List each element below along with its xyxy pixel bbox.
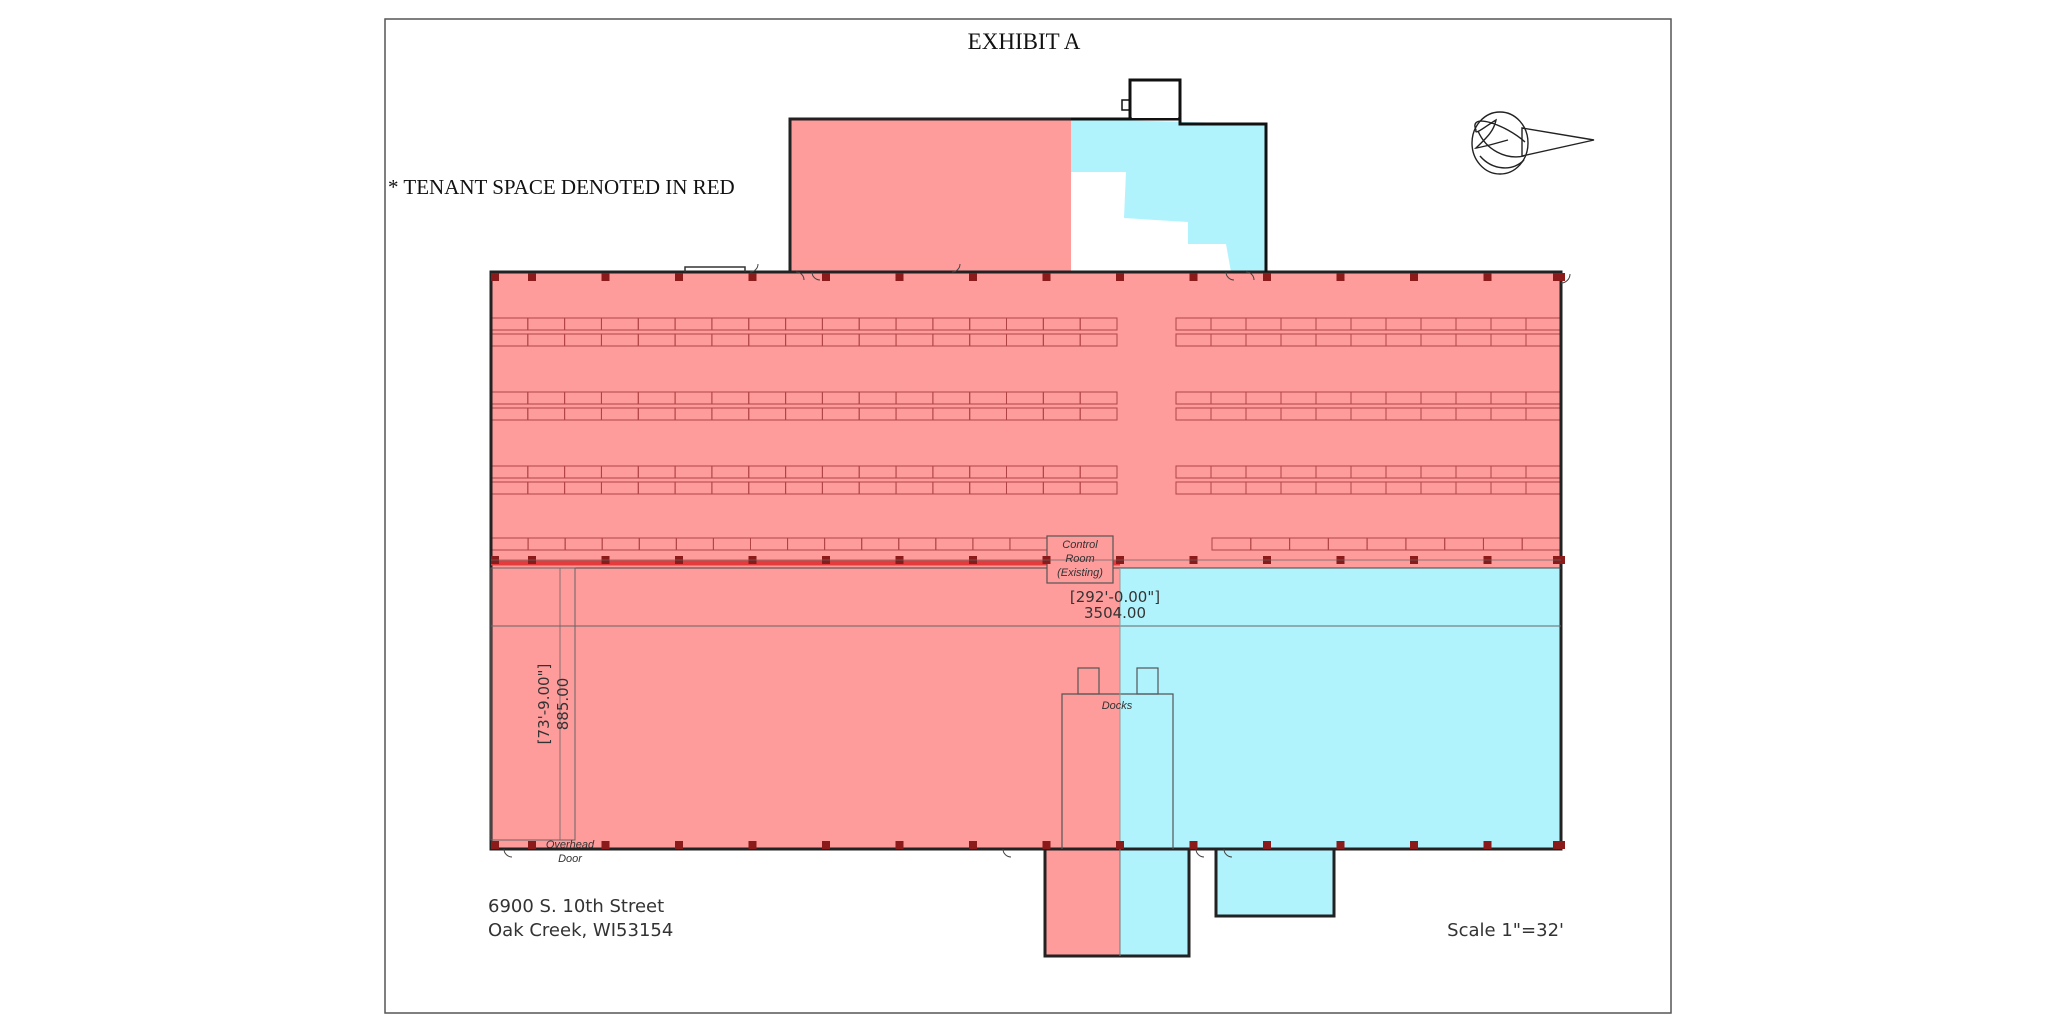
- column: [601, 841, 610, 849]
- other-lower-bump: [1216, 849, 1334, 916]
- dock-extension-wall: [1043, 849, 1191, 958]
- column: [1410, 841, 1418, 849]
- dimension-marks: [491, 559, 1561, 840]
- column: [528, 841, 536, 849]
- exhibit-title: EXHIBIT A: [968, 29, 1081, 54]
- control-room: [1046, 535, 1114, 584]
- door-swing: [1245, 271, 1255, 281]
- control-room-label-3: (Existing): [1057, 567, 1103, 579]
- column: [601, 273, 610, 281]
- door-swing: [1002, 848, 1012, 858]
- door-swing: [951, 263, 961, 273]
- rack-bay: [1079, 317, 1118, 331]
- column: [528, 273, 536, 281]
- rack-bay: [1079, 465, 1118, 479]
- scale-label: Scale 1"=32': [1447, 920, 1564, 941]
- tenant-annex-area: [790, 119, 1071, 272]
- column: [675, 273, 683, 281]
- annex-wall-right: [1071, 117, 1268, 272]
- address-line-2: Oak Creek, WI53154: [488, 920, 673, 941]
- column: [491, 273, 499, 281]
- door-swing: [1225, 271, 1235, 281]
- column: [1336, 273, 1345, 281]
- other-lower-area: [1120, 568, 1561, 849]
- docks-label: Docks: [1102, 700, 1133, 712]
- column: [1263, 841, 1271, 849]
- column: [1483, 273, 1492, 281]
- column: [969, 273, 977, 281]
- column: [1410, 273, 1418, 281]
- column: [1263, 273, 1271, 281]
- tenant-note: * TENANT SPACE DENOTED IN RED: [388, 175, 735, 199]
- tenant-dock-extension: [1045, 849, 1120, 956]
- north-arrow-icon: [1471, 111, 1595, 175]
- column: [1116, 273, 1124, 281]
- column: [822, 841, 830, 849]
- column: [895, 273, 904, 281]
- column: [748, 273, 757, 281]
- height-dimension: [73'-9.00"]: [535, 664, 553, 745]
- storage-racks: [490, 317, 1562, 551]
- column: [822, 273, 830, 281]
- column: [969, 841, 977, 849]
- width-dimension-value: 3504.00: [1084, 604, 1146, 622]
- rack-bay: [1079, 481, 1118, 495]
- control-room-label-2: Room: [1065, 553, 1094, 565]
- left-office-room: [490, 567, 576, 841]
- vestibule-step: [1121, 99, 1130, 111]
- column: [1189, 273, 1198, 281]
- rack-bay: [1079, 391, 1118, 405]
- door-swing: [749, 263, 759, 273]
- column: [675, 841, 683, 849]
- column: [895, 841, 904, 849]
- door-swing: [1560, 273, 1571, 284]
- dock-enclosure: [1061, 693, 1174, 849]
- column: [748, 841, 757, 849]
- rack-bay: [1079, 333, 1118, 347]
- control-room-label-1: Control: [1062, 539, 1098, 551]
- column: [1116, 841, 1124, 849]
- column: [1553, 841, 1561, 849]
- rack-bay: [1079, 407, 1118, 421]
- width-dimension: [292'-0.00"]: [1070, 588, 1160, 606]
- door-swing: [503, 848, 513, 858]
- height-dimension-value: 885.00: [554, 678, 572, 731]
- other-dock-extension: [1120, 849, 1189, 956]
- column: [1336, 841, 1345, 849]
- door-swing: [795, 271, 805, 281]
- door-swing: [811, 271, 821, 281]
- column: [1553, 273, 1561, 281]
- dock-leveler-2: [1136, 667, 1159, 695]
- overhead-door-label-2: Door: [558, 853, 583, 865]
- top-left-canopy: [684, 266, 746, 272]
- dock-leveler-1: [1077, 667, 1100, 695]
- door-swing: [1223, 848, 1233, 858]
- column: [1189, 841, 1198, 849]
- annex-wall: [788, 117, 1071, 272]
- lower-bump-wall: [1214, 849, 1336, 918]
- column: [1483, 841, 1492, 849]
- overhead-door-label-1: Overhead: [546, 839, 595, 851]
- text-layer: EXHIBIT A * TENANT SPACE DENOTED IN RED …: [388, 29, 1564, 941]
- other-annex-area: [1071, 119, 1266, 272]
- column: [1042, 841, 1051, 849]
- address-line-1: 6900 S. 10th Street: [488, 896, 664, 917]
- vestibule-inner: [1132, 82, 1178, 118]
- column: [491, 841, 499, 849]
- door-swing: [1195, 848, 1205, 858]
- column: [1042, 273, 1051, 281]
- door-swings: [503, 263, 1571, 858]
